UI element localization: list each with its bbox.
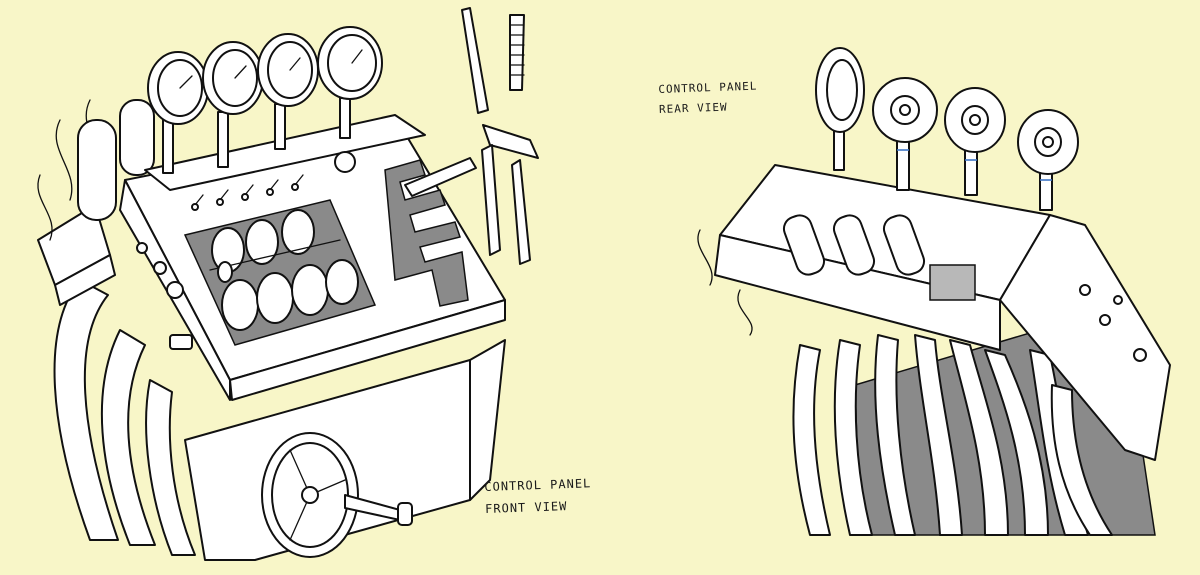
toggle-switch-row: [191, 174, 304, 211]
rear-gauges: [815, 47, 1079, 211]
front-hoses: [53, 279, 196, 556]
lever-grip: [509, 14, 525, 91]
rear-hoses: [792, 334, 1113, 536]
rear-console: [697, 164, 1171, 461]
gauge-4: [317, 26, 383, 139]
front-view-caption: Control Panel Front view: [484, 472, 592, 520]
rear-gauge-4: [1017, 109, 1079, 211]
rear-caption-line1: Control Panel: [658, 79, 758, 96]
gear-cluster: [209, 209, 359, 331]
front-caption-line1: Control Panel: [484, 476, 592, 494]
front-caption-line2: Front view: [484, 499, 568, 516]
rear-gauge-3: [944, 87, 1006, 196]
rear-caption-line2: Rear view: [658, 100, 728, 116]
front-cylinder: [77, 99, 155, 221]
shift-handle: [404, 157, 477, 197]
rear-gauge-1: [815, 47, 865, 171]
gauge-1: [147, 51, 209, 174]
front-console: [119, 114, 506, 401]
rear-view-caption: Control Panel Rear view: [658, 77, 758, 120]
front-knob: [334, 151, 356, 173]
gauge-2: [202, 41, 264, 168]
rear-gauge-2: [872, 77, 938, 191]
front-view-sketch: [37, 7, 539, 561]
front-gauges: [147, 26, 383, 174]
rear-view-sketch: [697, 47, 1171, 536]
front-levers: [404, 7, 539, 265]
gauge-3: [257, 33, 319, 150]
front-handwheel: [261, 432, 413, 558]
shifter-gate: [384, 159, 469, 307]
front-side-box: [37, 99, 116, 306]
